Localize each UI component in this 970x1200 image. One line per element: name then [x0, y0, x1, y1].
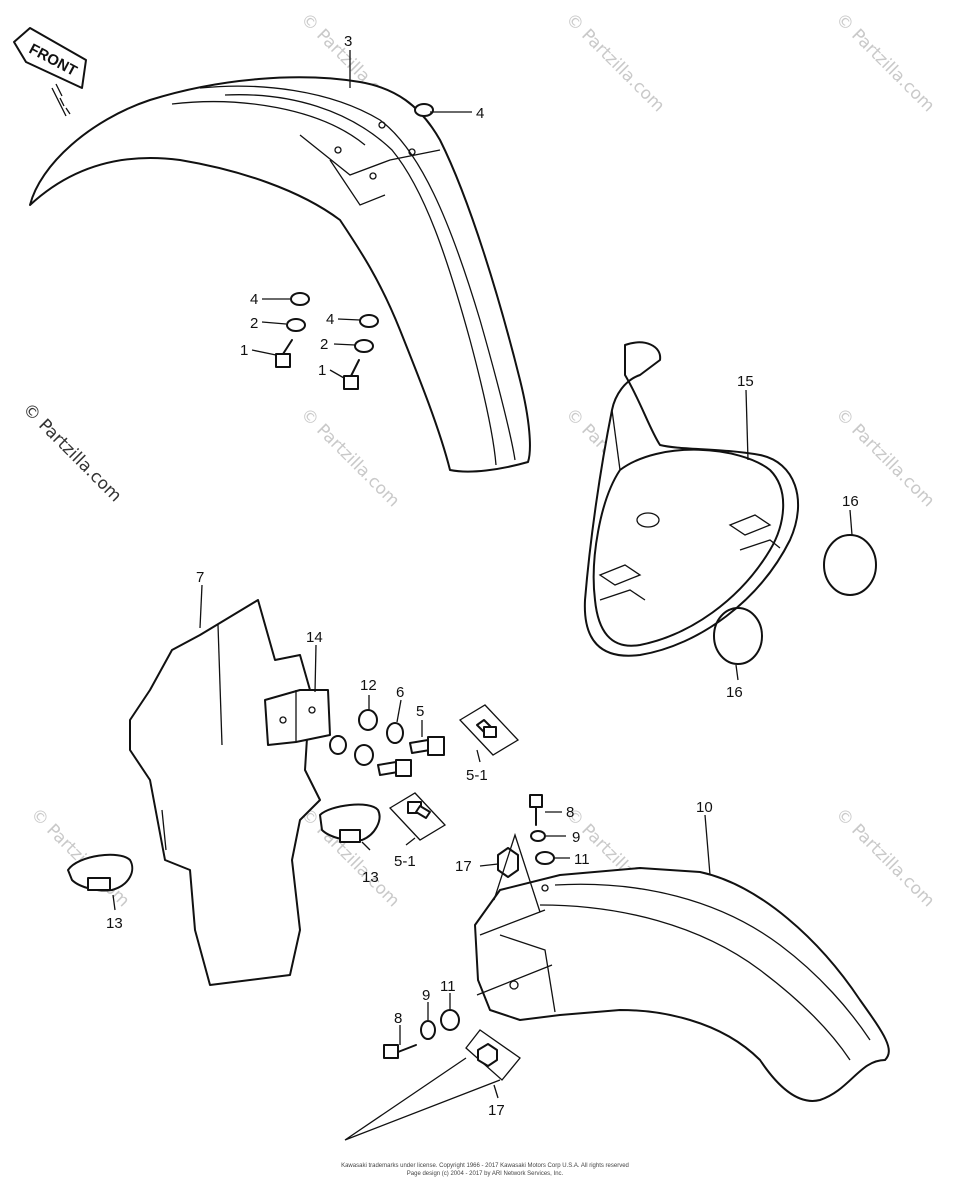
- washer-4-top: [414, 103, 434, 117]
- clamp-13-right: [319, 803, 381, 843]
- label-16-right: 16: [842, 493, 859, 510]
- label-16-lower: 16: [726, 684, 743, 701]
- clamp-13-left: [67, 853, 134, 892]
- washer-9-top: [530, 830, 546, 842]
- leader-lines: [112, 50, 853, 1099]
- bolt-5: [409, 736, 445, 756]
- watermark-2: © Partzilla.com: [561, 9, 668, 116]
- watermark-10: © Partzilla.com: [831, 804, 938, 911]
- bracket-14: [264, 689, 331, 746]
- collar-11-bottom: [440, 1009, 460, 1031]
- label-8-bottom: 8: [394, 1010, 402, 1027]
- label-13-right: 13: [362, 869, 379, 886]
- label-2-right: 2: [320, 336, 328, 353]
- label-7: 7: [196, 569, 204, 586]
- watermark-3: © Partzilla.com: [831, 9, 938, 116]
- washer-9-bottom: [420, 1020, 436, 1040]
- label-3: 3: [344, 33, 352, 50]
- label-11-top: 11: [574, 851, 590, 868]
- watermark-4: © Partzilla.com: [296, 404, 403, 511]
- footer-page-design: Page design (c) 2004 - 2017 by ARI Netwo…: [407, 1171, 564, 1177]
- label-6: 6: [396, 684, 404, 701]
- fender-hardware: [275, 103, 434, 390]
- mud-flap: [129, 599, 321, 986]
- label-10: 10: [696, 799, 713, 816]
- label-5: 5: [416, 703, 424, 720]
- label-4-top: 4: [476, 105, 484, 122]
- label-11-bottom: 11: [440, 978, 456, 995]
- bolt-1-right: [343, 359, 360, 390]
- label-1-left: 1: [240, 342, 248, 359]
- washer-4-left: [290, 292, 310, 306]
- label-15: 15: [737, 373, 754, 390]
- footer-copyright: Kawasaki trademarks under license. Copyr…: [341, 1163, 629, 1169]
- label-5-1-upper: 5-1: [466, 767, 488, 784]
- washer-2-left: [286, 318, 306, 332]
- front-arrow-icon: FRONT: [13, 27, 87, 117]
- collar-11-top: [535, 851, 555, 865]
- label-14: 14: [306, 629, 323, 646]
- screw-5-1-lower: [388, 792, 447, 841]
- label-17-top: 17: [455, 858, 472, 875]
- flap-hardware: [329, 709, 445, 777]
- washer-12: [358, 709, 378, 731]
- number-plate: [583, 341, 799, 657]
- label-12: 12: [360, 677, 377, 694]
- label-1-right: 1: [318, 362, 326, 379]
- bolt-8-top: [529, 794, 543, 826]
- collar-6: [386, 722, 404, 744]
- grommet-16-right: [823, 534, 877, 596]
- front-fender: [29, 76, 531, 473]
- label-9-bottom: 9: [422, 987, 430, 1004]
- washer-2-right: [354, 339, 374, 353]
- label-4-right: 4: [326, 311, 334, 328]
- rear-fender: [474, 867, 890, 1102]
- rear-fender-hardware: [344, 794, 555, 1141]
- bolt-8-bottom: [383, 1044, 417, 1059]
- label-5-1-lower: 5-1: [394, 853, 416, 870]
- screw-5-1-upper: [458, 704, 520, 756]
- label-17-bottom: 17: [488, 1102, 505, 1119]
- part-labels: 3 4 4 2 1 4 2 1 15 16 16 7 14 12 6 5 5-1…: [106, 33, 859, 1119]
- copyright-watermark: © Partzilla.com: [18, 399, 125, 506]
- nut-17-bottom: [465, 1029, 521, 1081]
- grommet-16-lower: [713, 607, 763, 665]
- label-9-top: 9: [572, 829, 580, 846]
- bolt-1-left: [275, 339, 293, 368]
- label-2-left: 2: [250, 315, 258, 332]
- label-13-left: 13: [106, 915, 123, 932]
- label-4-left: 4: [250, 291, 258, 308]
- label-8-top: 8: [566, 804, 574, 821]
- washer-4-right: [359, 314, 379, 328]
- nut-17-top: [497, 847, 519, 878]
